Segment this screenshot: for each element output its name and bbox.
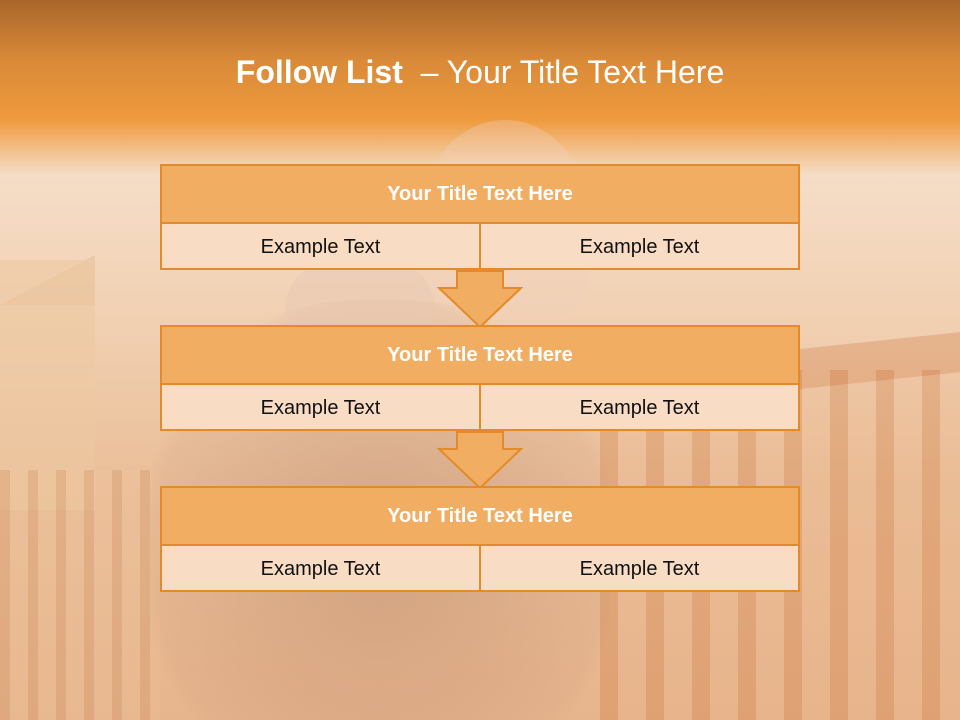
step-row-3: Example Text Example Text <box>162 546 798 592</box>
step-2-left-text: Example Text <box>260 396 381 419</box>
step-3-right-text: Example Text <box>479 546 798 592</box>
step-box-1: Your Title Text Here Example Text Exampl… <box>160 164 800 270</box>
step-row-1: Example Text Example Text <box>162 224 798 270</box>
title-bold: Follow List <box>235 54 403 90</box>
background-house <box>0 260 95 510</box>
step-box-2: Your Title Text Here Example Text Exampl… <box>160 325 800 431</box>
step-title-2: Your Title Text Here <box>162 327 798 385</box>
step-row-2: Example Text Example Text <box>162 385 798 431</box>
down-arrow-icon <box>437 270 523 328</box>
step-2-right-text: Example Text <box>479 385 798 431</box>
slide-title: Follow List – Your Title Text Here <box>0 54 960 91</box>
step-title-1: Your Title Text Here <box>162 166 798 224</box>
background-railing-left <box>0 470 160 720</box>
step-3-left-text: Example Text <box>260 557 381 580</box>
step-box-3: Your Title Text Here Example Text Exampl… <box>160 486 800 592</box>
step-title-3: Your Title Text Here <box>162 488 798 546</box>
title-rest: – Your Title Text Here <box>402 54 725 90</box>
step-1-right-text: Example Text <box>479 224 798 270</box>
down-arrow-icon <box>437 431 523 489</box>
step-1-left-text: Example Text <box>260 235 381 258</box>
